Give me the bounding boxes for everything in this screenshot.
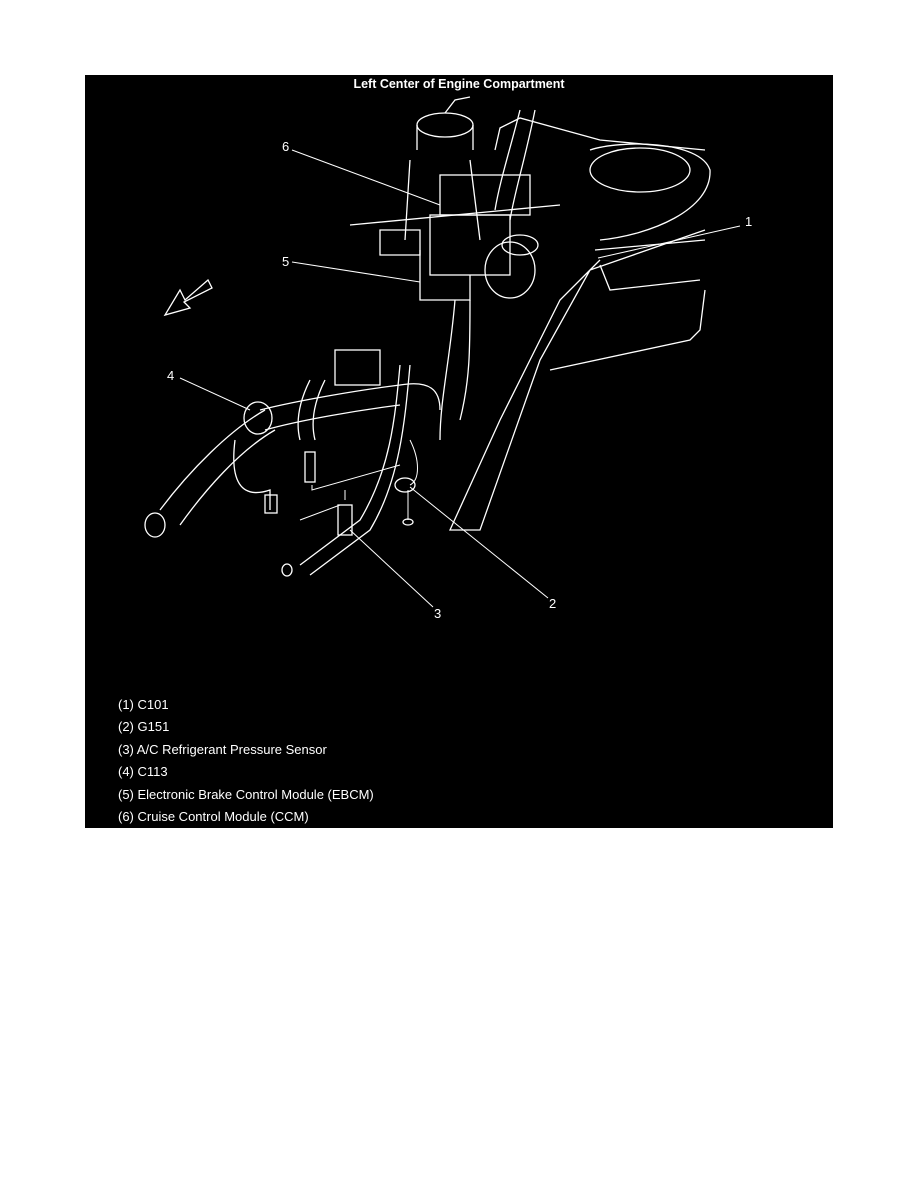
engine-line-art: 1 2 3 4 5 6 (144, 96, 752, 621)
engine-compartment-figure: Left Center of Engine Compartment (85, 75, 833, 828)
callout-6: 6 (282, 139, 289, 154)
callout-1: 1 (745, 214, 752, 229)
callout-2: 2 (549, 596, 556, 611)
legend-item: (6) Cruise Control Module (CCM) (118, 808, 309, 824)
callout-3: 3 (434, 606, 441, 621)
callout-5: 5 (282, 254, 289, 269)
figure-legend: (1) C101 (2) G151 (3) A/C Refrigerant Pr… (118, 694, 374, 828)
legend-item: (1) C101 (118, 697, 169, 712)
legend-item: (3) A/C Refrigerant Pressure Sensor (118, 741, 327, 757)
figure-title: Left Center of Engine Compartment (353, 77, 565, 91)
front-direction-arrow-icon (163, 278, 213, 317)
legend-item: (4) C113 (118, 764, 168, 780)
legend-item: (2) G151 (118, 719, 170, 735)
legend-item: (5) Electronic Brake Control Module (EBC… (118, 786, 374, 802)
callout-4: 4 (167, 368, 174, 383)
